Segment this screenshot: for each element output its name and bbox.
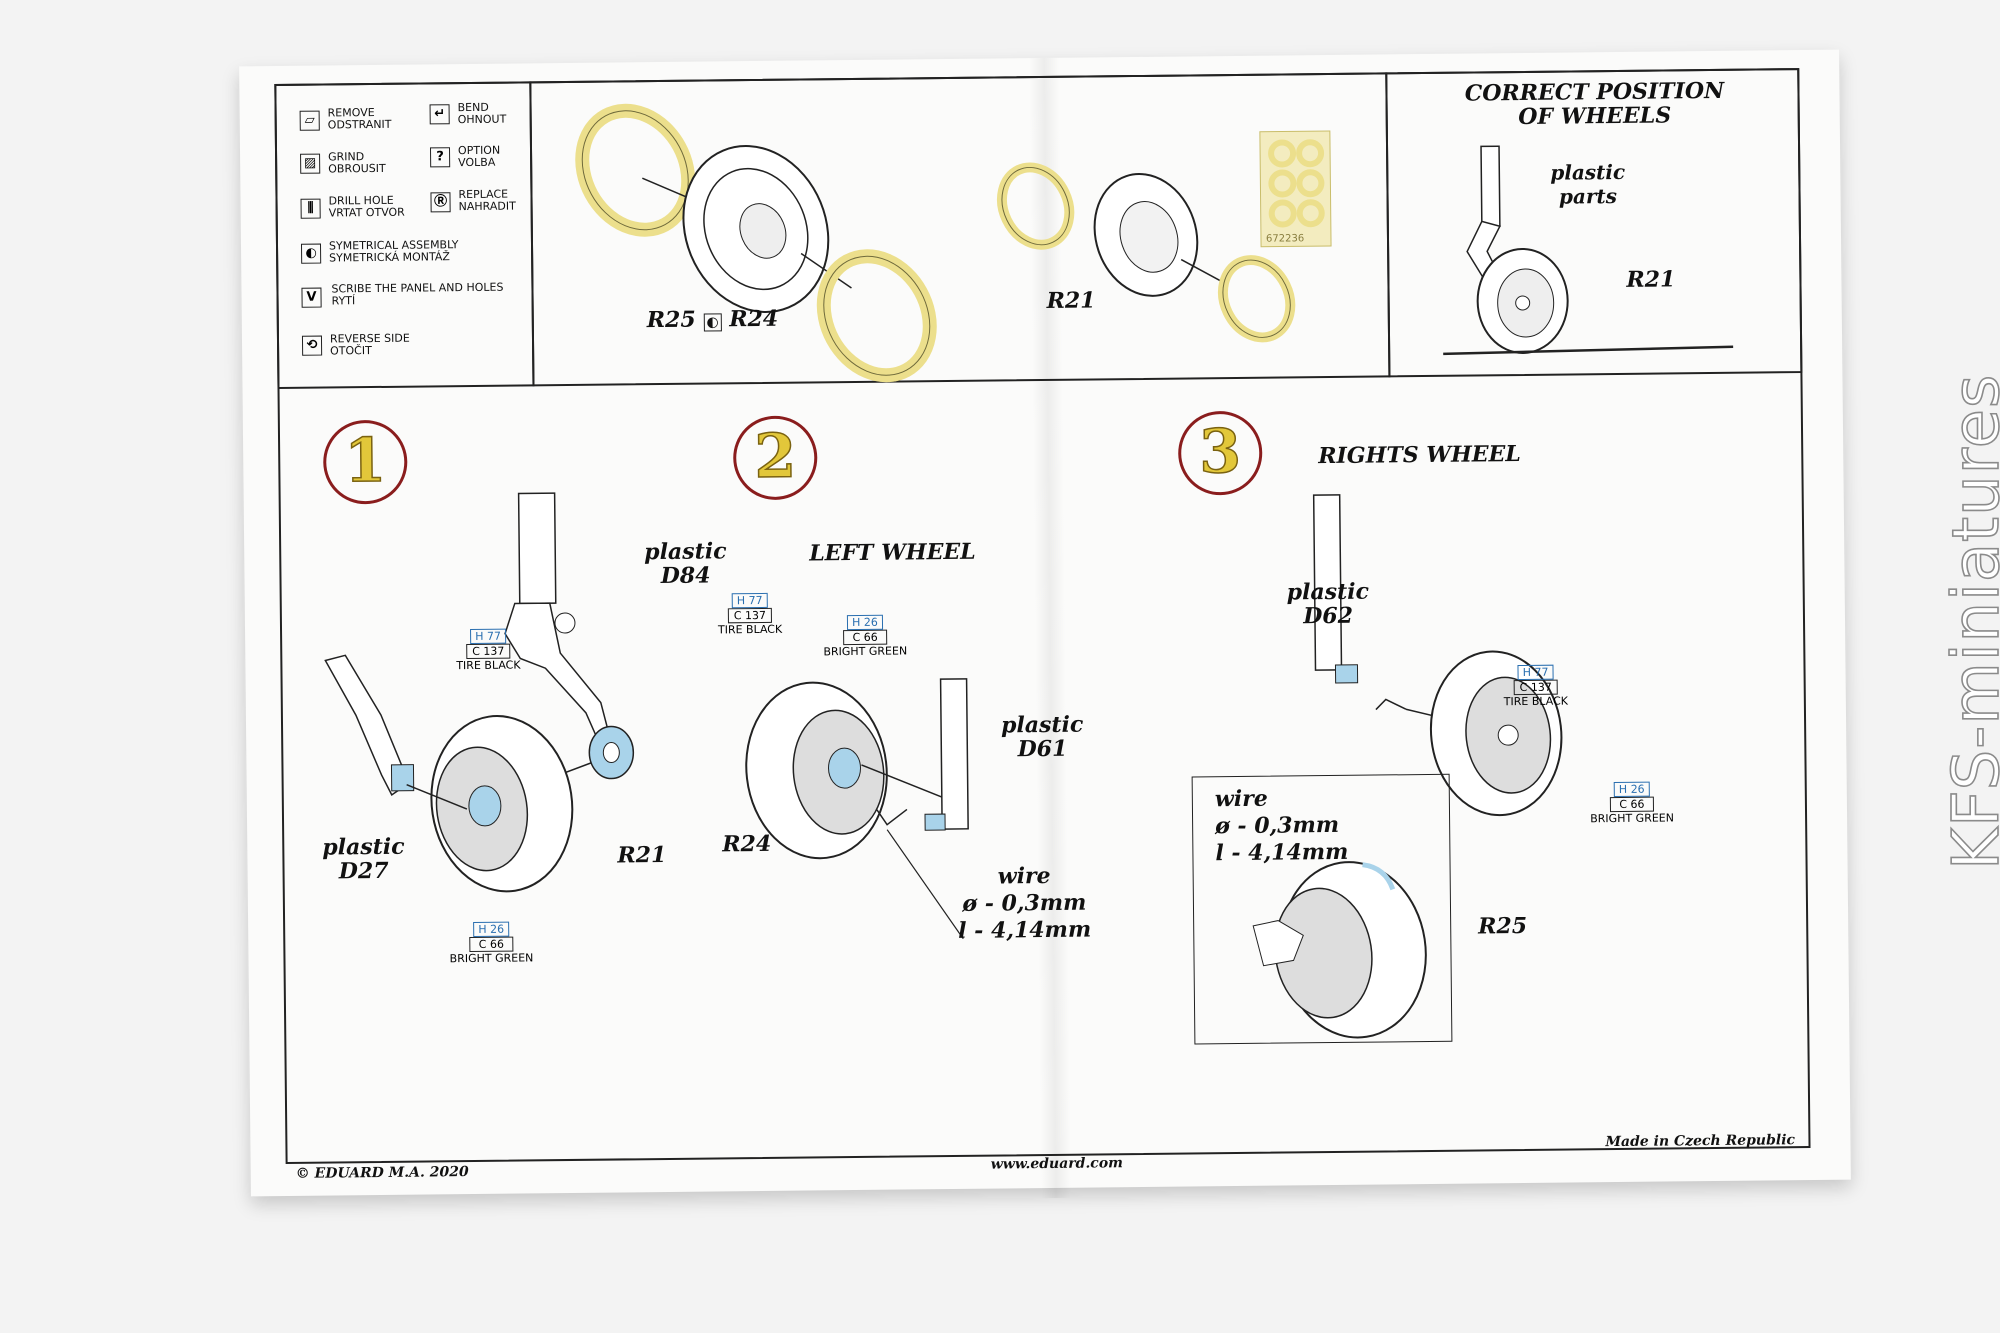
step-3-illustration	[1312, 494, 1563, 817]
step-2-title: LEFT WHEEL	[809, 538, 976, 567]
step-3-number: 3	[1177, 410, 1263, 496]
step-2-wire-callout	[886, 829, 964, 940]
reverse-side-icon: ⟲	[301, 335, 323, 356]
watermark: KFS-miniatures	[1939, 373, 2000, 871]
step-1-r21: R21	[617, 841, 667, 869]
replace-icon: Ⓡ	[430, 192, 451, 213]
part-label-r21-top: R21	[1046, 287, 1096, 314]
detail-wire	[1362, 862, 1396, 891]
step-2-r24: R24	[722, 830, 772, 858]
correct-position-r21: R21	[1626, 266, 1676, 293]
fret-code: 672236	[1265, 233, 1305, 245]
scribe-icon: V	[301, 287, 322, 308]
wire-detail-illustration	[1252, 861, 1427, 1039]
symmetrical-assembly-icon: ◐	[703, 313, 722, 332]
bend-icon: ↵	[429, 104, 450, 125]
footer-made-in: Made in Czech Republic	[1605, 1132, 1796, 1151]
remove-icon: ▱	[299, 110, 320, 131]
step-3-r25: R25	[1478, 912, 1528, 940]
symmetrical-assembly-icon: ◐	[300, 243, 322, 264]
part-label-r25-r24: R25 ◐ R24	[646, 305, 779, 334]
step-2-number: 2	[732, 415, 818, 501]
correct-position-illustration	[1443, 145, 1734, 356]
footer-website: www.eduard.com	[990, 1155, 1124, 1173]
step-1-illustration	[324, 492, 635, 893]
parts-illustration	[575, 103, 1332, 383]
option-icon: ?	[429, 147, 451, 168]
step-2-illustration	[745, 678, 969, 940]
pe-fret	[1259, 130, 1332, 248]
footer-copyright: © EDUARD M.A. 2020	[295, 1164, 469, 1182]
pe-ring-small-left	[996, 162, 1075, 250]
drill-hole-icon: ⫼	[300, 198, 321, 219]
ground-line	[1443, 345, 1734, 356]
grind-icon: ▨	[300, 153, 321, 174]
pe-ring-small-right	[1217, 255, 1296, 343]
step-3-title: RIGHTS WHEEL	[1318, 441, 1521, 470]
